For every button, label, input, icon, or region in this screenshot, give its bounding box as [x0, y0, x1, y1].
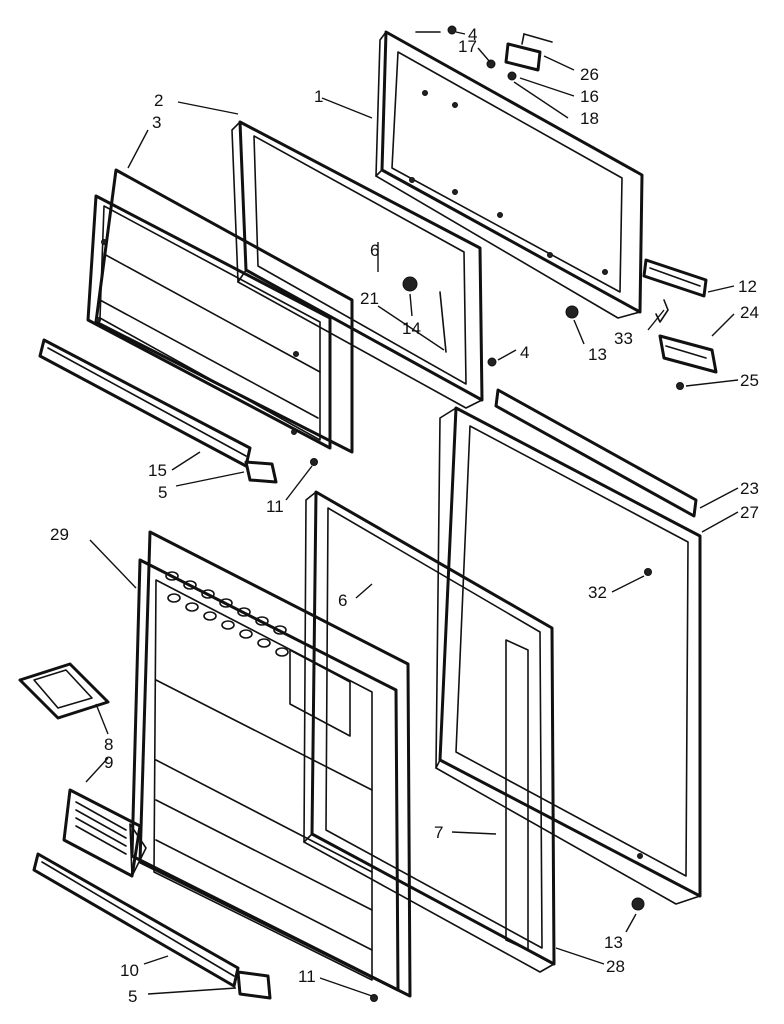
callout-4: 4	[520, 343, 529, 362]
freezer-door-gasket-frame	[231, 120, 484, 409]
hinge-rail	[642, 258, 708, 298]
egg-hole	[221, 620, 235, 630]
callout-6: 6	[338, 591, 347, 610]
egg-hole	[275, 647, 289, 657]
callout-28: 28	[606, 957, 625, 976]
callout-16: 16	[580, 87, 599, 106]
butter-compartment-door	[62, 788, 147, 878]
callout-32: 32	[588, 583, 607, 602]
callout-10: 10	[120, 961, 139, 980]
callout-23: 23	[740, 479, 759, 498]
callout-24: 24	[740, 303, 759, 322]
callout-15: 15	[148, 461, 167, 480]
callout-14: 14	[402, 319, 421, 338]
egg-hole	[239, 629, 253, 639]
callout-11: 11	[266, 497, 284, 516]
freezer-outer-door-panel	[375, 30, 644, 319]
callout-25: 25	[740, 371, 759, 390]
butter-compartment-lid	[18, 662, 110, 720]
egg-hole	[257, 638, 271, 648]
end-cap-lower	[236, 970, 378, 1002]
callout-13: 13	[604, 933, 623, 952]
egg-tray-holes	[165, 571, 289, 657]
egg-hole	[255, 616, 269, 626]
callout-33: 33	[614, 329, 633, 348]
egg-hole	[237, 607, 251, 617]
callout-3: 3	[152, 113, 161, 132]
screw-icon	[487, 357, 497, 367]
upper-hinge-parts	[565, 299, 718, 390]
egg-hole	[185, 602, 199, 612]
callout-6: 6	[370, 241, 379, 260]
callout-4: 4	[468, 25, 477, 44]
fresh-food-inner-door-liner	[130, 530, 412, 998]
lower-trim-strip	[32, 852, 240, 988]
callout-12: 12	[738, 277, 757, 296]
egg-hole	[203, 611, 217, 621]
callout-5: 5	[128, 987, 137, 1006]
callout-7: 7	[434, 823, 443, 842]
callout-13: 13	[588, 345, 607, 364]
freezer-inner-door-liner	[86, 168, 354, 454]
egg-hole	[183, 580, 197, 590]
callout-18: 18	[580, 109, 599, 128]
callout-17: 17	[458, 37, 477, 56]
callout-labels: 1 2 3 4 4 5 5 6 6 7 8 9 10 11 11 12 13 1…	[50, 25, 759, 1006]
egg-hole	[201, 589, 215, 599]
fresh-food-outer-door	[435, 388, 702, 911]
callout-26: 26	[580, 65, 599, 84]
egg-hole	[165, 571, 179, 581]
egg-hole	[219, 598, 233, 608]
callout-29: 29	[50, 525, 69, 544]
egg-hole	[167, 593, 181, 603]
end-cap-upper	[244, 458, 318, 484]
handle-hardware-top	[415, 25, 553, 81]
freezer-trim-strip	[38, 338, 252, 468]
egg-hole	[273, 625, 287, 635]
callout-2: 2	[154, 91, 163, 110]
callout-1: 1	[314, 87, 323, 106]
leader-lines	[85, 31, 739, 997]
callout-5: 5	[158, 483, 167, 502]
callout-21: 21	[360, 289, 379, 308]
callout-8: 8	[104, 735, 113, 754]
callout-9: 9	[104, 753, 113, 772]
callout-27: 27	[740, 503, 759, 522]
callout-11: 11	[298, 967, 316, 986]
